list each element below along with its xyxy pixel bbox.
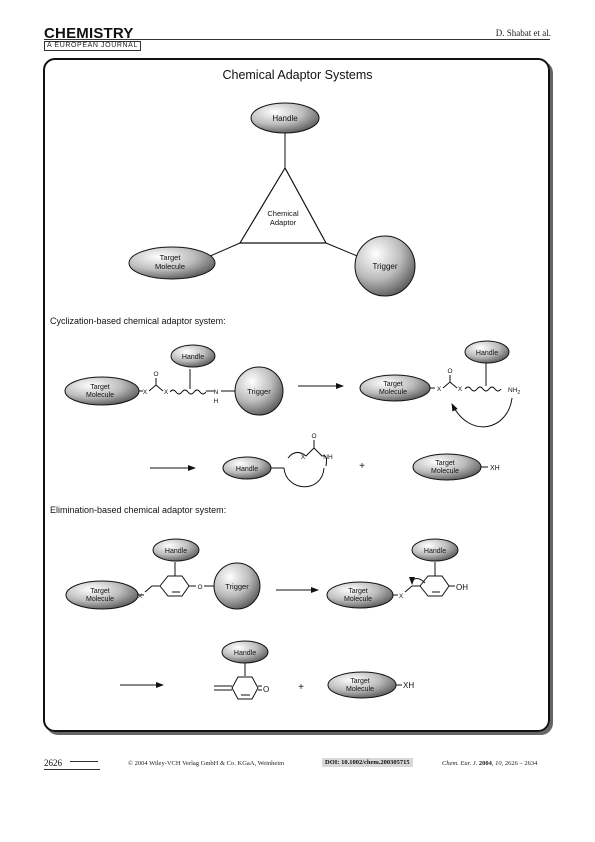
running-head-authors: D. Shabat et al. — [495, 28, 551, 38]
elim-target-molecule-intermediate: Target Molecule — [326, 581, 394, 609]
cyc-nh-product: NH — [323, 454, 333, 461]
elim-target-molecule-start: Target Molecule — [65, 580, 139, 610]
overview-trigger: Trigger — [354, 235, 416, 297]
citation-pages: , 2626 – 2634 — [501, 760, 538, 767]
citation-year: 2004 — [478, 760, 492, 767]
svg-text:Trigger: Trigger — [372, 262, 397, 271]
overview-handle: Handle — [250, 102, 320, 134]
svg-text:Handle: Handle — [476, 350, 498, 357]
elim-o-product: O — [263, 685, 269, 694]
svg-text:Molecule: Molecule — [346, 686, 374, 693]
elim-trigger: Trigger — [213, 562, 261, 610]
elim-x-start: X — [138, 593, 143, 600]
figure-frame — [43, 58, 550, 732]
cyc-x2-intermediate: X — [458, 386, 463, 393]
figure-title: Chemical Adaptor Systems — [222, 68, 373, 82]
cyc-handle-intermediate: Handle — [464, 340, 510, 364]
cyc-target-molecule-intermediate: Target Molecule — [359, 374, 431, 402]
cyc-nh2-intermediate: NH2 — [508, 387, 520, 396]
elim-o-start: O — [197, 584, 202, 591]
svg-text:Target: Target — [348, 588, 368, 595]
cyc-target-molecule-product: Target Molecule — [412, 453, 482, 481]
elim-handle-start: Handle — [152, 538, 200, 562]
svg-text:Molecule: Molecule — [379, 389, 407, 396]
elim-oh-intermediate: OH — [456, 583, 468, 592]
elim-handle-intermediate: Handle — [411, 538, 459, 562]
journal-name: CHEMISTRY — [44, 25, 134, 42]
cyc-o-intermediate: O — [447, 368, 452, 375]
svg-text:Target: Target — [90, 588, 110, 595]
cyclization-section-label: Cyclization-based chemical adaptor syste… — [50, 316, 226, 326]
svg-text:Handle: Handle — [424, 548, 446, 555]
elim-handle-product: Handle — [221, 640, 269, 664]
svg-text:Molecule: Molecule — [344, 596, 372, 603]
elim-x-intermediate: X — [399, 593, 404, 600]
svg-text:Molecule: Molecule — [86, 392, 114, 399]
cyc-attack-arrow — [451, 397, 513, 428]
cyc-x-product: X — [301, 454, 306, 461]
svg-text:Handle: Handle — [236, 466, 258, 473]
elimination-scheme: Target Molecule X O Handle Trigger — [65, 538, 468, 700]
svg-text:Handle: Handle — [182, 354, 204, 361]
page-number: 2626 — [44, 758, 62, 768]
citation-journal: Chem. Eur. J. — [442, 760, 478, 767]
cyc-xh-product: XH — [490, 465, 500, 472]
cyc-trigger: Trigger — [234, 366, 284, 416]
cyc-x-start: X — [143, 389, 148, 396]
svg-text:Target: Target — [383, 381, 403, 388]
elim-target-molecule-product: Target Molecule — [327, 671, 397, 699]
cyc-n-start: N — [214, 389, 219, 396]
cyc-o-start: O — [153, 371, 158, 378]
elimination-section-label: Elimination-based chemical adaptor syste… — [50, 505, 227, 515]
cyc-handle-start: Handle — [170, 344, 216, 368]
overview-diagram: Chemical Adaptor Handle Target Molecule … — [128, 102, 416, 297]
elim-electron-arrow — [409, 576, 426, 585]
copyright-notice: © 2004 Wiley-VCH Verlag GmbH & Co. KGaA,… — [128, 760, 285, 767]
cyc-plus: + — [359, 461, 365, 472]
svg-text:Trigger: Trigger — [247, 387, 271, 396]
cyc-x2-start: X — [164, 389, 169, 396]
cyc-o-product: O — [311, 433, 316, 440]
cyc-handle-product: Handle — [222, 456, 272, 480]
cyclization-scheme: Target Molecule X O X N H Handle Trigger — [64, 340, 520, 488]
adaptor-label-line2: Adaptor — [270, 218, 297, 227]
citation-volume: 10 — [495, 760, 502, 767]
svg-text:Handle: Handle — [165, 548, 187, 555]
adaptor-triangle — [238, 166, 328, 244]
footer-rule — [44, 769, 100, 770]
svg-text:Handle: Handle — [234, 650, 256, 657]
adaptor-label-line1: Chemical — [267, 209, 299, 218]
journal-subtitle: A EUROPEAN JOURNAL — [44, 41, 141, 51]
elim-xh-product: XH — [403, 681, 414, 690]
svg-text:Target: Target — [350, 678, 370, 685]
cyc-h-start: H — [214, 398, 219, 405]
svg-text:Molecule: Molecule — [431, 468, 459, 475]
header-rule — [44, 39, 550, 40]
svg-text:Trigger: Trigger — [225, 582, 249, 591]
svg-text:Molecule: Molecule — [86, 596, 114, 603]
cyc-target-molecule-start: Target Molecule — [64, 376, 140, 406]
svg-text:Target: Target — [160, 253, 182, 262]
overview-target-molecule: Target Molecule — [128, 246, 216, 280]
svg-text:Molecule: Molecule — [155, 262, 185, 271]
elim-plus: + — [298, 682, 304, 693]
cyc-x-intermediate: X — [437, 386, 442, 393]
doi-label: DOI: 10.1002/chem.200305715 — [322, 758, 413, 767]
svg-text:Target: Target — [435, 460, 455, 467]
svg-text:Handle: Handle — [272, 114, 298, 123]
citation: Chem. Eur. J. 2004, 10, 2626 – 2634 — [442, 760, 538, 767]
svg-text:Target: Target — [90, 384, 110, 391]
footer-rule-short — [70, 761, 98, 762]
